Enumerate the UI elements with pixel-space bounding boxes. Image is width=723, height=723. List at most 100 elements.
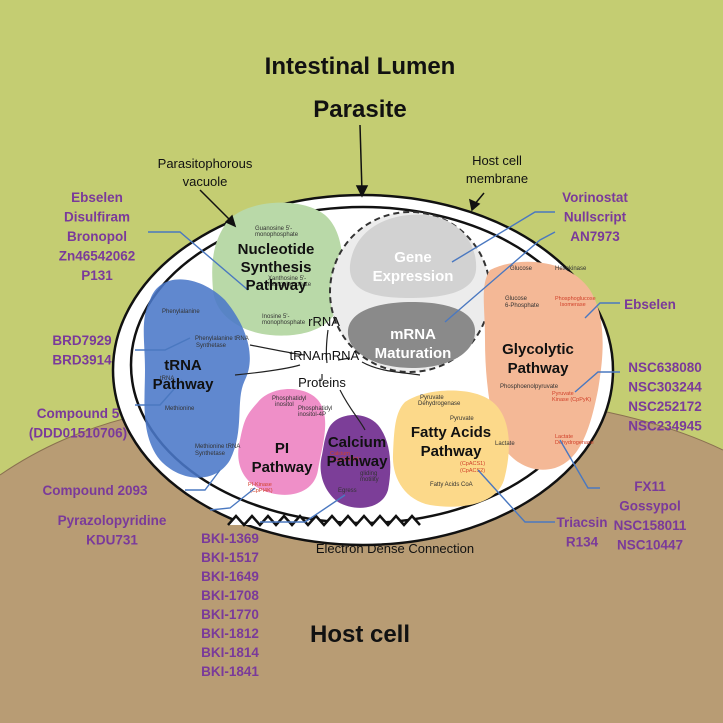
drug-label-glyc-hexokinase: Ebselen bbox=[624, 297, 676, 312]
svg-text:(CpACS1): (CpACS1) bbox=[460, 461, 485, 467]
drug-label-trna-b: Compound 5 bbox=[37, 406, 120, 421]
gene-expression-shape bbox=[349, 214, 477, 298]
svg-text:Phosphatidyl: Phosphatidyl bbox=[298, 406, 332, 412]
drug-label-gene: Nullscript bbox=[564, 210, 627, 225]
center-mrna: mRNA bbox=[321, 348, 360, 363]
svg-text:PI-Kinase: PI-Kinase bbox=[248, 482, 272, 488]
svg-text:Phosphoenolpyruvate: Phosphoenolpyruvate bbox=[500, 384, 559, 390]
drug-label-nucleotide: Bronopol bbox=[67, 229, 127, 244]
drug-label-calcium: BKI-1814 bbox=[201, 645, 259, 660]
parasite-title: Parasite bbox=[313, 96, 406, 123]
nucleotide-label-1: Nucleotide bbox=[238, 241, 315, 258]
svg-text:Pyruvate: Pyruvate bbox=[552, 391, 574, 397]
drug-label-fatty: Triacsin bbox=[556, 515, 607, 530]
calcium-pathway-shape bbox=[320, 414, 391, 508]
faint-metabolite-annotations: Glucose Hexokinase Glucose 6-Phosphate P… bbox=[160, 226, 596, 494]
drug-label-nucleotide: Zn46542062 bbox=[59, 249, 136, 264]
nucleotide-label-2: Synthesis bbox=[241, 259, 312, 276]
glycolytic-label-1: Glycolytic bbox=[502, 341, 574, 358]
drug-label-glyc-pyruvate: NSC252172 bbox=[628, 399, 702, 414]
drug-label-calcium: BKI-1708 bbox=[201, 588, 259, 603]
pv-label-line2: vacuole bbox=[183, 174, 228, 189]
svg-text:Phenylalanine tRNA: Phenylalanine tRNA bbox=[195, 336, 249, 342]
trna-label-2: Pathway bbox=[153, 376, 215, 393]
membrane-label-line2: membrane bbox=[466, 171, 528, 186]
fatty-acids-pathway-shape bbox=[392, 390, 509, 507]
drug-label-trna-b: (DDD01510706) bbox=[29, 426, 127, 441]
mrna-maturation-shape bbox=[347, 302, 476, 368]
svg-text:Synthetase: Synthetase bbox=[196, 343, 227, 349]
svg-text:monophosphate: monophosphate bbox=[255, 232, 299, 238]
drug-label-gene: Vorinostat bbox=[562, 190, 628, 205]
mrna-label-2: Maturation bbox=[375, 345, 452, 362]
nucleotide-pathway-shape bbox=[212, 202, 343, 336]
svg-text:Hexokinase: Hexokinase bbox=[555, 266, 587, 272]
drug-label-glyc-pyruvate: NSC638080 bbox=[628, 360, 702, 375]
svg-text:Xanthosine 5'-: Xanthosine 5'- bbox=[268, 276, 306, 282]
membrane-label-line1: Host cell bbox=[472, 153, 522, 168]
svg-text:gliding: gliding bbox=[360, 471, 377, 477]
svg-text:motility: motility bbox=[360, 477, 379, 483]
svg-text:(CpPI4K): (CpPI4K) bbox=[250, 488, 273, 494]
pi-pathway-shape bbox=[238, 388, 326, 495]
drug-label-glyc-lactate: NSC10447 bbox=[617, 538, 683, 553]
svg-text:Glucose: Glucose bbox=[505, 296, 528, 302]
label-arrows bbox=[199, 124, 485, 228]
glycolytic-pathway-shape bbox=[483, 261, 603, 470]
drug-label-calcium: BKI-1649 bbox=[201, 569, 259, 584]
svg-text:Phosphoglucose: Phosphoglucose bbox=[555, 296, 596, 302]
drug-label-trna-c: Compound 2093 bbox=[42, 483, 148, 498]
svg-text:inositol-4P: inositol-4P bbox=[298, 412, 326, 418]
drug-label-glyc-pyruvate: NSC234945 bbox=[628, 419, 702, 434]
pv-label-line1: Parasitophorous bbox=[158, 156, 253, 171]
svg-text:inositol: inositol bbox=[275, 402, 294, 408]
electron-dense-connection bbox=[227, 514, 421, 527]
drug-label-mrna: AN7973 bbox=[570, 229, 620, 244]
fatty-label-1: Fatty Acids bbox=[411, 424, 491, 441]
drug-label-calcium: BKI-1770 bbox=[201, 607, 259, 622]
gene-label-2: Expression bbox=[373, 268, 454, 285]
fatty-label-2: Pathway bbox=[421, 443, 483, 460]
drug-label-calcium: BKI-1812 bbox=[201, 626, 259, 641]
svg-text:Fatty Acids CoA: Fatty Acids CoA bbox=[430, 482, 473, 488]
leader-lines bbox=[135, 211, 620, 523]
svg-text:Phosphatidyl: Phosphatidyl bbox=[272, 396, 306, 402]
drug-label-calcium: BKI-1517 bbox=[201, 550, 259, 565]
trna-pathway-shape bbox=[143, 279, 250, 478]
svg-text:monophosphate: monophosphate bbox=[268, 282, 312, 288]
glycolytic-label-2: Pathway bbox=[508, 360, 570, 377]
svg-text:Kinase (CpPyK): Kinase (CpPyK) bbox=[552, 397, 591, 403]
svg-text:Calcium: Calcium bbox=[330, 451, 350, 457]
svg-text:Guanosine 5'-: Guanosine 5'- bbox=[255, 226, 292, 232]
svg-text:monophosphate: monophosphate bbox=[262, 320, 306, 326]
drug-label-calcium: BKI-1841 bbox=[201, 664, 259, 679]
gene-label-1: Gene bbox=[394, 249, 432, 266]
pi-label-2: Pathway bbox=[252, 459, 314, 476]
drug-label-pi: Pyrazolopyridine bbox=[58, 513, 167, 528]
svg-text:Dehydrogenase: Dehydrogenase bbox=[555, 440, 594, 446]
drug-label-fatty: R134 bbox=[566, 535, 599, 550]
svg-text:Methionine: Methionine bbox=[165, 406, 195, 412]
svg-text:Pyruvate: Pyruvate bbox=[450, 416, 474, 422]
svg-text:tRNA: tRNA bbox=[160, 376, 174, 382]
svg-text:Methionine tRNA: Methionine tRNA bbox=[195, 444, 240, 450]
svg-text:Egress: Egress bbox=[338, 488, 357, 494]
svg-text:(CpACS2): (CpACS2) bbox=[460, 468, 485, 474]
drug-label-pi: KDU731 bbox=[86, 533, 138, 548]
trna-label-1: tRNA bbox=[164, 357, 202, 374]
svg-text:Isomerase: Isomerase bbox=[560, 302, 586, 308]
center-trna: tRNA bbox=[289, 348, 320, 363]
center-proteins: Proteins bbox=[298, 375, 346, 390]
svg-text:Pyruvate: Pyruvate bbox=[420, 395, 444, 401]
pi-label-1: PI bbox=[275, 440, 289, 457]
drug-labels: EbselenDisulfiramBronopolZn46542062P131V… bbox=[29, 190, 702, 679]
svg-text:Phenylalanine: Phenylalanine bbox=[162, 309, 200, 315]
drug-label-nucleotide: P131 bbox=[81, 268, 113, 283]
svg-text:6-Phosphate: 6-Phosphate bbox=[505, 303, 540, 309]
center-rrna: rRNA bbox=[308, 314, 340, 329]
drug-label-glyc-lactate: NSC158011 bbox=[614, 518, 687, 533]
calcium-label-1: Calcium bbox=[328, 434, 386, 451]
svg-text:Synthetase: Synthetase bbox=[195, 451, 226, 457]
drug-label-trna-a: BRD7929 bbox=[52, 333, 111, 348]
